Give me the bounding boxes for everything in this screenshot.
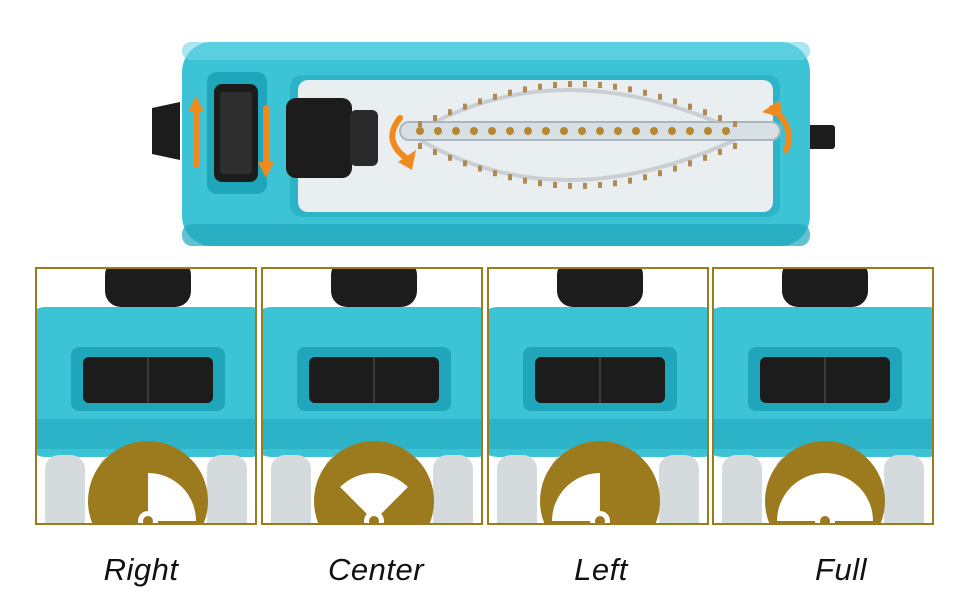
hose-connector-nub xyxy=(805,125,835,149)
mode-panel-center xyxy=(261,267,483,525)
motor-cap xyxy=(286,98,352,178)
rotation-arrows xyxy=(193,105,792,168)
sprinkler-tray xyxy=(298,80,773,212)
sprinkler-product-image xyxy=(152,42,835,246)
mode-panel-left xyxy=(487,267,709,525)
spray-tube xyxy=(399,121,781,141)
adjustment-knob[interactable] xyxy=(152,102,180,160)
mode-panel-full xyxy=(712,267,934,525)
mode-label-left: Left xyxy=(574,552,628,587)
spray-nozzles xyxy=(416,81,737,189)
mode-label-center: Center xyxy=(327,552,425,587)
mode-label-right: Right xyxy=(103,552,179,587)
mode-panel-right xyxy=(35,267,257,525)
mode-label-full: Full xyxy=(815,552,867,587)
